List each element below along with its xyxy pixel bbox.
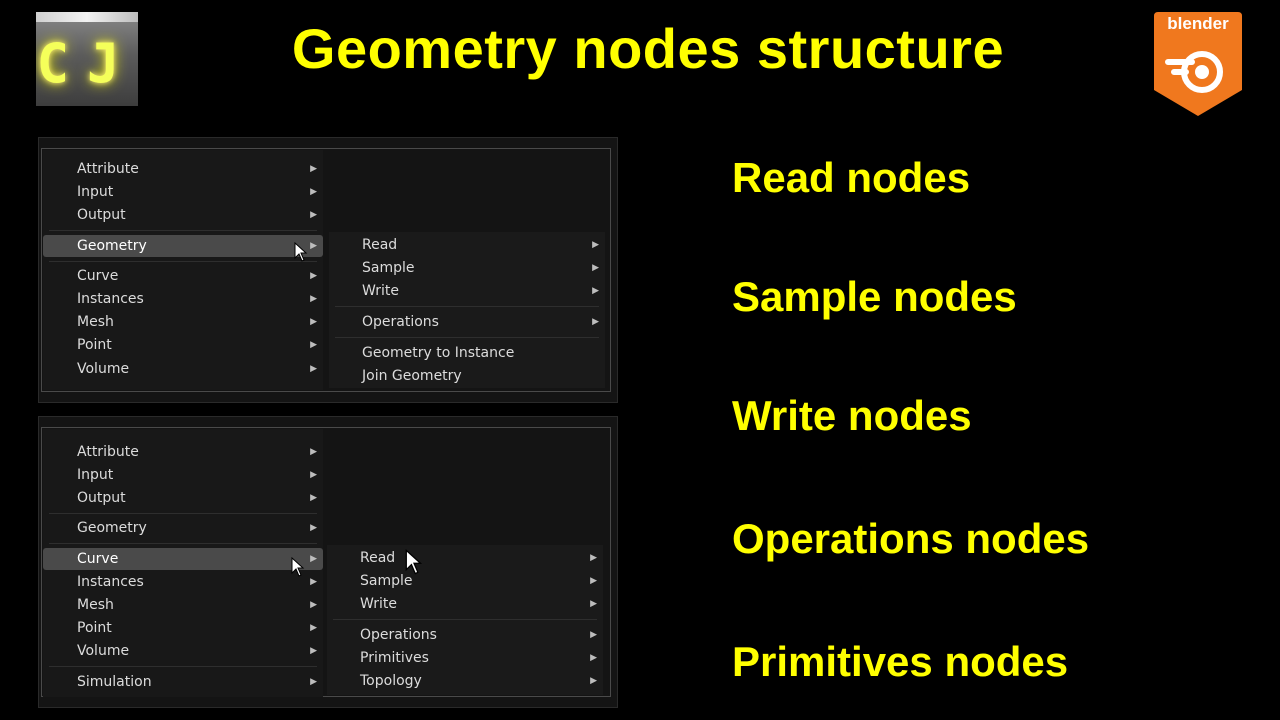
menu-item-instances[interactable]: Instances▶	[43, 288, 323, 310]
submenu-item-write[interactable]: Write▶	[329, 280, 605, 302]
menu-item-instances[interactable]: Instances▶	[43, 571, 323, 593]
menu-item-curve[interactable]: Curve▶	[43, 265, 323, 287]
curve-menu-screenshot: Attribute▶ Input▶ Output▶ Geometry▶ Curv…	[38, 416, 618, 708]
triangle-right-icon: ▶	[310, 364, 317, 374]
triangle-right-icon: ▶	[310, 623, 317, 633]
menu-item-input[interactable]: Input▶	[43, 181, 323, 203]
menu-border	[41, 148, 611, 392]
triangle-right-icon: ▶	[310, 271, 317, 281]
submenu-item-primitives[interactable]: Primitives▶	[327, 647, 603, 669]
submenu-item-write[interactable]: Write▶	[327, 593, 603, 615]
submenu-item-read[interactable]: Read▶	[327, 547, 603, 569]
menu-separator	[49, 666, 317, 667]
menu-item-point[interactable]: Point▶	[43, 334, 323, 356]
triangle-right-icon: ▶	[310, 523, 317, 533]
submenu-item-join-geometry[interactable]: Join Geometry	[362, 368, 462, 384]
triangle-right-icon: ▶	[310, 600, 317, 610]
triangle-right-icon: ▶	[310, 577, 317, 587]
primitives-nodes-label: Primitives nodes	[732, 638, 1069, 685]
triangle-right-icon: ▶	[310, 554, 317, 564]
menu-item-simulation[interactable]: Simulation▶	[43, 671, 323, 693]
mouse-pointer-icon	[405, 549, 423, 575]
logo-cube-top	[36, 12, 138, 22]
submenu-item-sample[interactable]: Sample▶	[327, 570, 603, 592]
menu-separator	[335, 337, 599, 338]
menu-item-volume[interactable]: Volume▶	[43, 640, 323, 662]
menu-item-output[interactable]: Output▶	[43, 487, 323, 509]
menu-separator	[49, 543, 317, 544]
blender-logo: blender	[1152, 10, 1244, 118]
triangle-right-icon: ▶	[590, 653, 597, 663]
write-nodes-label: Write nodes	[732, 392, 972, 439]
geometry-submenu: Read▶ Sample▶ Write▶ Operations▶ Geometr…	[329, 232, 605, 388]
triangle-right-icon: ▶	[590, 676, 597, 686]
menu-item-attribute[interactable]: Attribute▶	[43, 158, 323, 180]
triangle-right-icon: ▶	[310, 187, 317, 197]
read-nodes-label: Read nodes	[732, 154, 971, 201]
add-menu-left: Attribute▶ Input▶ Output▶ Geometry▶ Curv…	[43, 429, 323, 697]
triangle-right-icon: ▶	[310, 677, 317, 687]
menu-item-mesh[interactable]: Mesh▶	[43, 311, 323, 333]
page-title: Geometry nodes structure	[291, 17, 1005, 80]
curve-submenu: Read▶ Sample▶ Write▶ Operations▶ Primiti…	[327, 545, 603, 695]
menu-item-input[interactable]: Input▶	[43, 464, 323, 486]
menu-item-output[interactable]: Output▶	[43, 204, 323, 226]
triangle-right-icon: ▶	[310, 646, 317, 656]
menu-separator	[49, 513, 317, 514]
menu-separator	[335, 306, 599, 307]
menu-item-point[interactable]: Point▶	[43, 617, 323, 639]
menu-item-geometry[interactable]: Geometry▶	[43, 235, 323, 257]
triangle-right-icon: ▶	[590, 599, 597, 609]
logo-letters: CJ	[36, 32, 138, 95]
triangle-right-icon: ▶	[590, 576, 597, 586]
menu-separator	[49, 261, 317, 262]
operations-nodes-label: Operations nodes	[732, 515, 1090, 562]
triangle-right-icon: ▶	[592, 317, 599, 327]
blender-wordmark: blender	[1167, 14, 1229, 33]
triangle-right-icon: ▶	[310, 447, 317, 457]
triangle-right-icon: ▶	[590, 553, 597, 563]
menu-item-attribute[interactable]: Attribute▶	[43, 441, 323, 463]
menu-separator	[333, 619, 597, 620]
menu-item-geometry[interactable]: Geometry▶	[43, 517, 323, 539]
submenu-item-topology[interactable]: Topology▶	[327, 670, 603, 692]
triangle-right-icon: ▶	[592, 240, 599, 250]
menu-item-curve[interactable]: Curve▶	[43, 548, 323, 570]
triangle-right-icon: ▶	[310, 241, 317, 251]
submenu-item-geometry-to-instance[interactable]: Geometry to Instance	[362, 345, 515, 361]
triangle-right-icon: ▶	[310, 493, 317, 503]
menu-separator	[49, 230, 317, 231]
triangle-right-icon: ▶	[310, 340, 317, 350]
submenu-item-read[interactable]: Read▶	[329, 234, 605, 256]
triangle-right-icon: ▶	[310, 164, 317, 174]
submenu-item-operations[interactable]: Operations▶	[327, 624, 603, 646]
triangle-right-icon: ▶	[590, 630, 597, 640]
channel-logo: CJ	[36, 12, 138, 106]
triangle-right-icon: ▶	[310, 470, 317, 480]
menu-item-mesh[interactable]: Mesh▶	[43, 594, 323, 616]
menu-border	[41, 427, 611, 697]
menu-item-volume[interactable]: Volume▶	[43, 358, 323, 380]
mouse-pointer-icon	[291, 557, 305, 577]
sample-nodes-label: Sample nodes	[732, 273, 1017, 320]
submenu-item-sample[interactable]: Sample▶	[329, 257, 605, 279]
triangle-right-icon: ▶	[310, 210, 317, 220]
triangle-right-icon: ▶	[592, 286, 599, 296]
triangle-right-icon: ▶	[310, 317, 317, 327]
geometry-menu-screenshot: Attribute▶ Input▶ Output▶ Geometry▶ Curv…	[38, 137, 618, 403]
blender-badge-icon	[1154, 12, 1242, 116]
triangle-right-icon: ▶	[592, 263, 599, 273]
triangle-right-icon: ▶	[310, 294, 317, 304]
mouse-pointer-icon	[294, 242, 308, 262]
add-menu-left: Attribute▶ Input▶ Output▶ Geometry▶ Curv…	[43, 150, 323, 390]
submenu-item-operations[interactable]: Operations▶	[329, 311, 605, 333]
